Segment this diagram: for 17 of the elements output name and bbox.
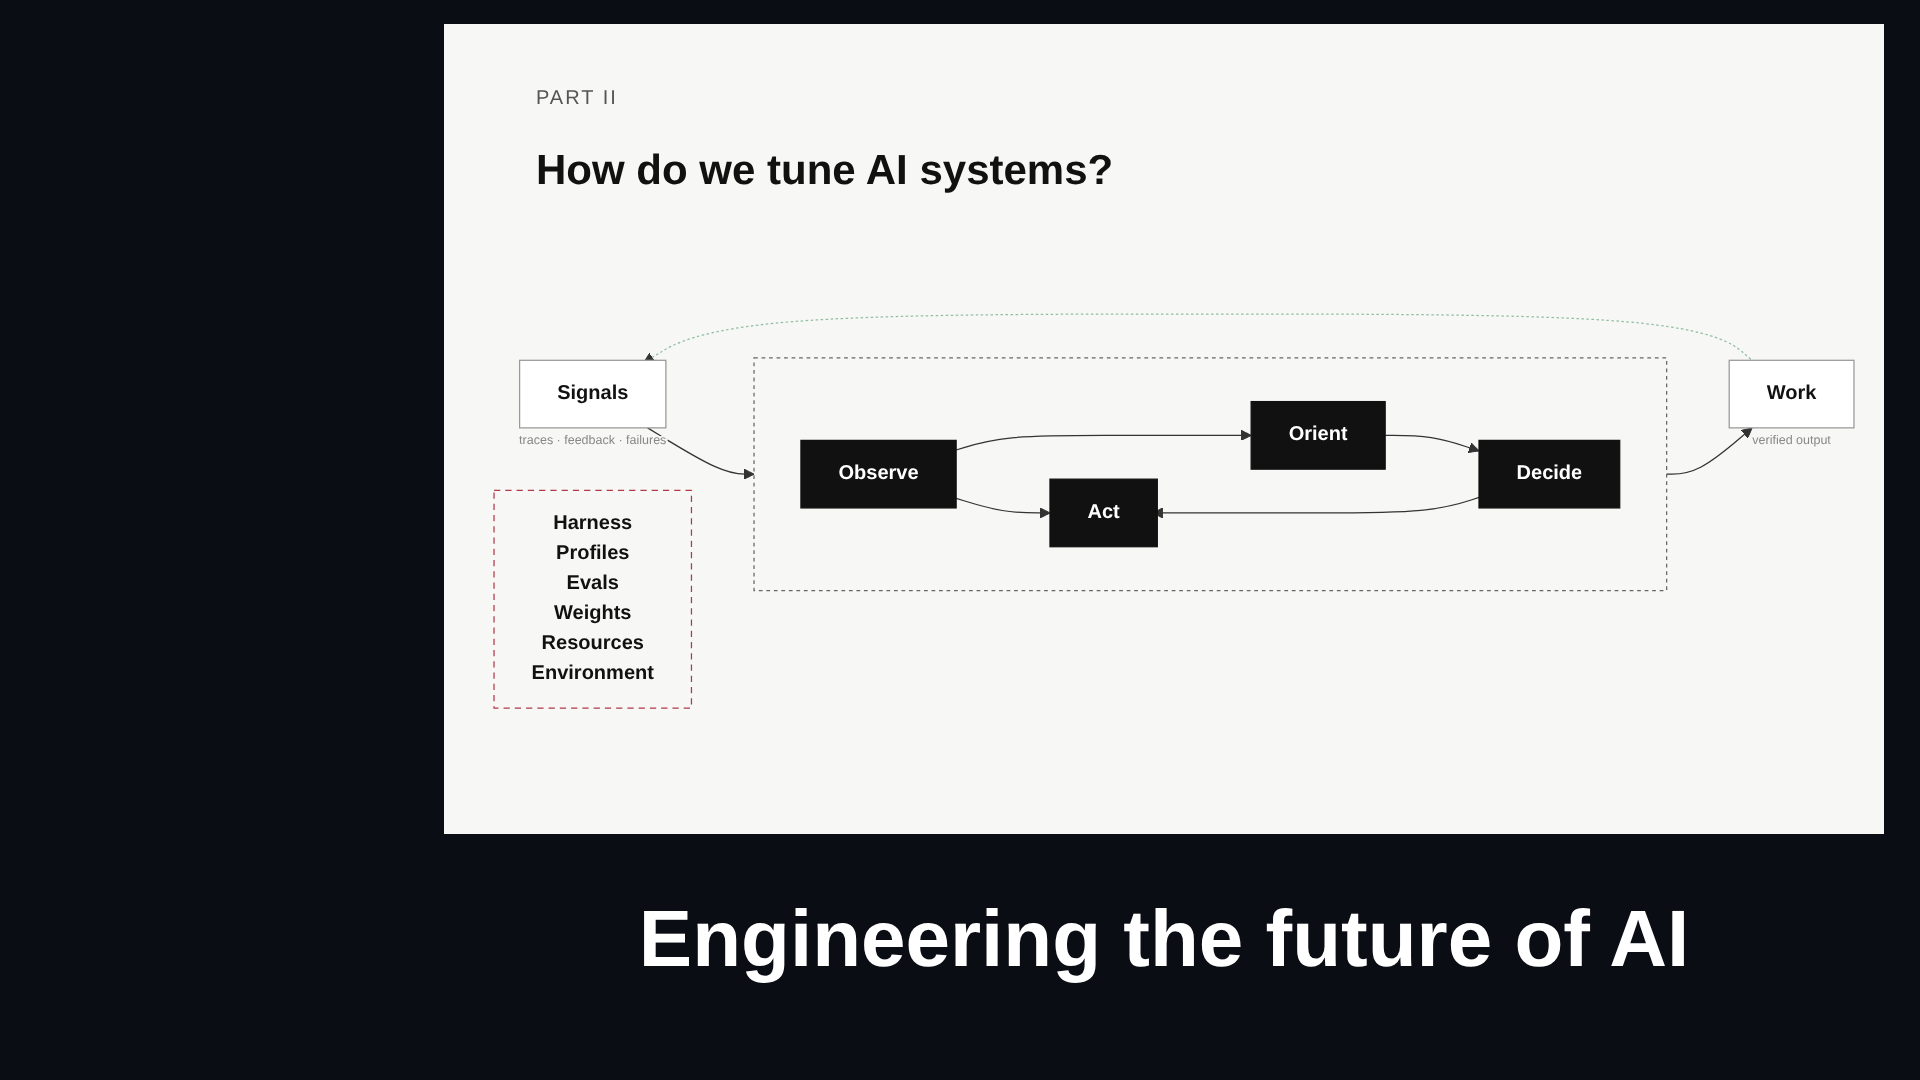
arrow (1384, 435, 1480, 454)
slide-title: How do we tune AI systems? (536, 148, 1114, 196)
arrow (955, 498, 1051, 519)
arrow (955, 430, 1252, 451)
node-box (1250, 401, 1386, 471)
arrow (1666, 427, 1753, 476)
cluster (753, 357, 1668, 592)
node-box (519, 360, 667, 429)
node-box (493, 490, 693, 710)
node-box (1478, 440, 1621, 509)
arrow (646, 427, 755, 481)
arrow (643, 313, 1753, 364)
banner-text: Engineering the future of AI (636, 896, 1692, 986)
node-box (800, 440, 957, 509)
section-label: PART II (536, 88, 618, 110)
node-box (1049, 478, 1158, 548)
node-box (1728, 360, 1855, 429)
